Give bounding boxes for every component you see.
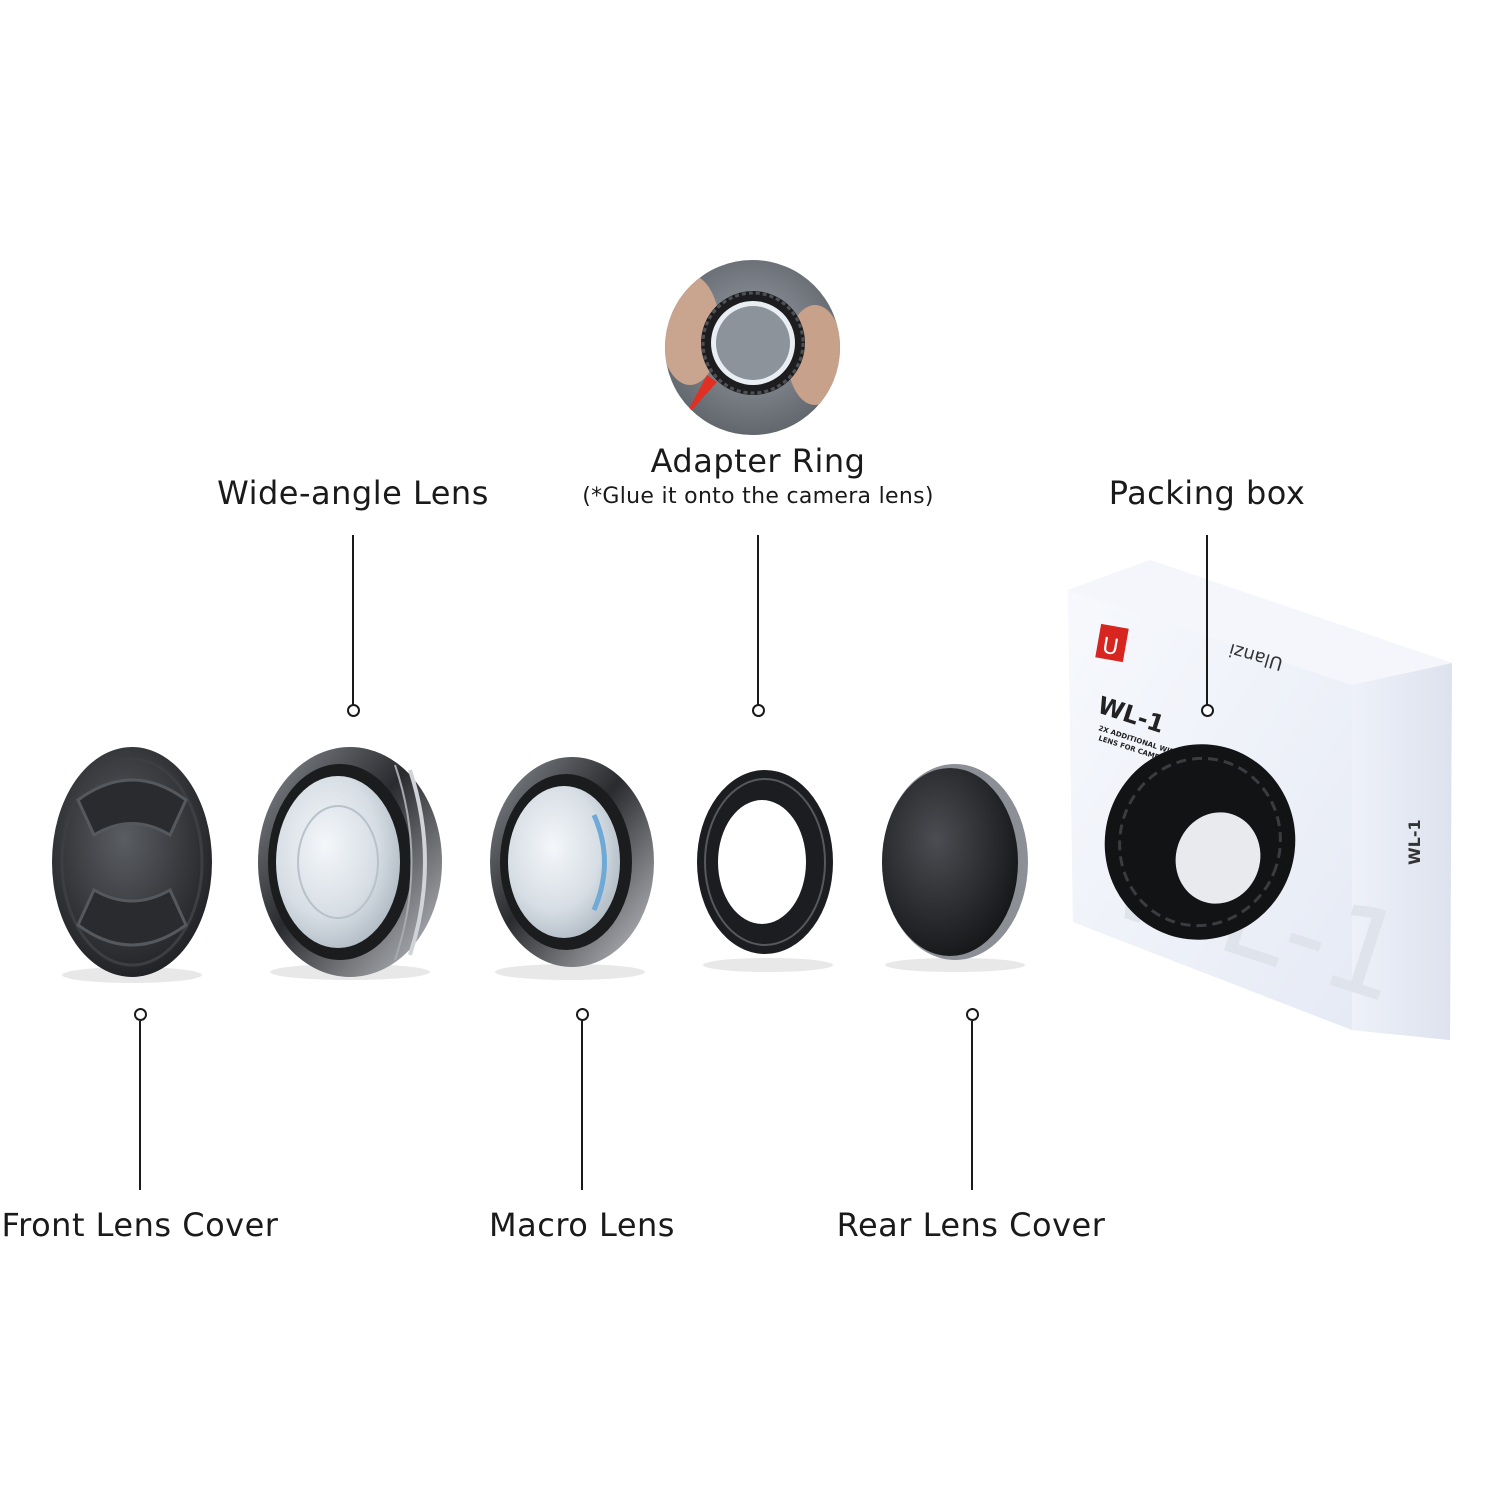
packing-box-leader-dot — [1201, 704, 1214, 717]
packing-box: U Ulanzi WL-1 2X ADDITIONAL WIDE-ANGLE L… — [1068, 560, 1452, 1040]
macro-lens-label: Macro Lens — [489, 1206, 675, 1244]
macro-lens — [490, 757, 654, 980]
box-logo: U — [1100, 634, 1120, 661]
wide-angle-lens-leader-dot — [347, 704, 360, 717]
wide-angle-lens-leader-line — [352, 535, 354, 705]
packing-box-leader-line — [1206, 535, 1208, 705]
front-lens-cover-label: Front Lens Cover — [1, 1206, 279, 1244]
wide-angle-lens-label: Wide-angle Lens — [217, 474, 489, 512]
rear-lens-cover-leader-dot — [966, 1008, 979, 1021]
front-lens-cover-leader-line — [139, 1021, 141, 1190]
front-lens-cover — [52, 747, 212, 983]
adapter-ring-leader-dot — [752, 704, 765, 717]
wide-angle-lens — [258, 747, 442, 980]
adapter-ring-note: (*Glue it onto the camera lens) — [582, 484, 934, 509]
packing-box-label: Packing box — [1108, 474, 1306, 512]
front-lens-cover-leader-dot — [134, 1008, 147, 1021]
box-side-model: WL-1 — [1405, 819, 1424, 865]
macro-lens-leader-line — [581, 1021, 583, 1190]
adapter-ring — [697, 770, 833, 972]
rear-lens-cover — [882, 764, 1028, 972]
rear-lens-cover-leader-line — [971, 1021, 973, 1190]
rear-lens-cover-label: Rear Lens Cover — [836, 1206, 1106, 1244]
adapter-ring-label: Adapter Ring — [650, 442, 866, 480]
adapter-ring-leader-line — [757, 535, 759, 705]
macro-lens-leader-dot — [576, 1008, 589, 1021]
adapter-ring-photo — [665, 260, 840, 435]
